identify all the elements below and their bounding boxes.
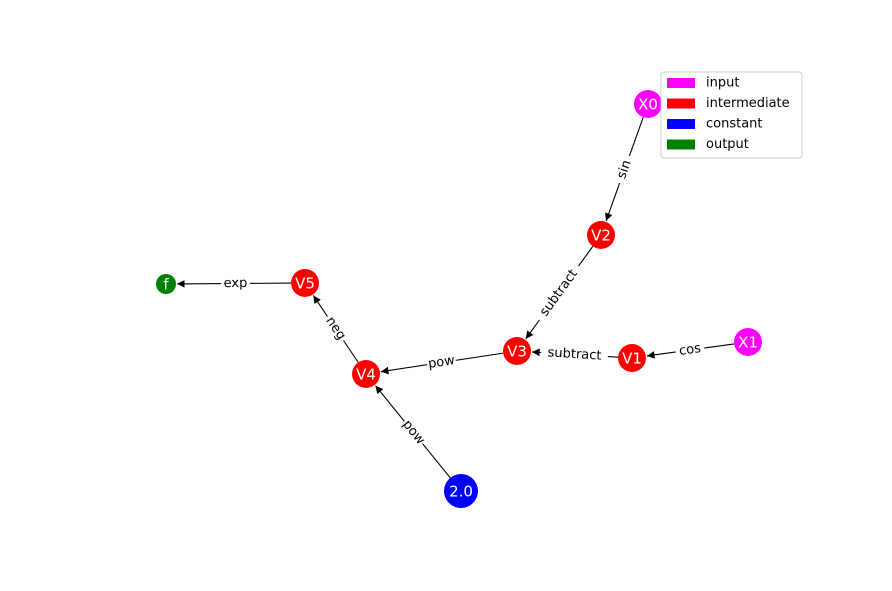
edge-label-background [611,152,638,187]
edge-label-group: exp [221,274,250,293]
legend-item-intermediate: intermediate [667,96,790,111]
legend-label: constant [706,117,763,132]
legend-label: input [706,76,739,91]
edge-label-background [320,311,351,346]
edge-label-background [674,339,706,361]
edge-label-group: subtract [532,260,586,326]
edge-label-group: neg [320,311,351,346]
edges-layer [176,116,735,479]
node-label: V3 [507,343,527,361]
node-f: f [156,274,176,294]
legend-swatch [667,98,695,109]
edge-label: subtract [537,267,581,319]
edge-label-background [532,260,586,326]
edge-label-group: pow [425,351,458,374]
legend-swatch [667,78,695,88]
node-circle [291,269,319,297]
legend-label: intermediate [706,96,790,111]
legend-item-output: output [667,137,749,152]
edge-label-background [397,415,430,450]
legend: input intermediate constant output [660,71,803,159]
node-V5: V5 [291,269,319,297]
edge-label-background [221,274,250,293]
edge-label-group: pow [397,415,430,450]
node-circle [618,344,646,372]
edge-label-group: sin [611,152,638,187]
edge-label: exp [224,276,248,291]
legend-frame [660,71,803,159]
legend-item-input: input [667,76,739,91]
edge-label-background [540,343,609,366]
node-label: X0 [638,96,658,114]
legend-swatch [667,139,695,150]
node-V1: V1 [618,344,646,372]
edge-label: sin [614,158,634,181]
node-circle [444,474,478,508]
node-V2: V2 [587,221,615,249]
edge-label: pow [427,353,456,372]
edge-label-group: subtract [540,343,609,366]
legend-swatch [667,119,695,129]
node-X1: X1 [734,328,762,356]
edge-labels-layer: sin cos subtract subtract pow pow neg exp [221,152,706,450]
node-circle [587,221,615,249]
node-circle [156,274,176,294]
node-C: 2.0 [444,474,478,508]
node-X0: X0 [634,90,662,118]
node-circle [352,360,380,388]
legend-item-constant: constant [667,117,763,132]
node-circle [503,337,531,365]
edge-label-background [425,351,458,374]
node-label: V4 [356,366,376,384]
node-circle [734,328,762,356]
node-label: V1 [622,350,642,368]
edge-label-group: cos [674,339,706,361]
node-circle [634,90,662,118]
node-label: f [163,276,169,294]
node-V3: V3 [503,337,531,365]
node-V4: V4 [352,360,380,388]
legend-label: output [706,137,749,152]
edge-label: subtract [547,345,602,363]
node-label: 2.0 [449,483,473,501]
node-label: V2 [591,227,611,245]
edge-label: cos [678,341,702,359]
node-label: X1 [738,334,758,352]
node-label: V5 [295,275,315,293]
